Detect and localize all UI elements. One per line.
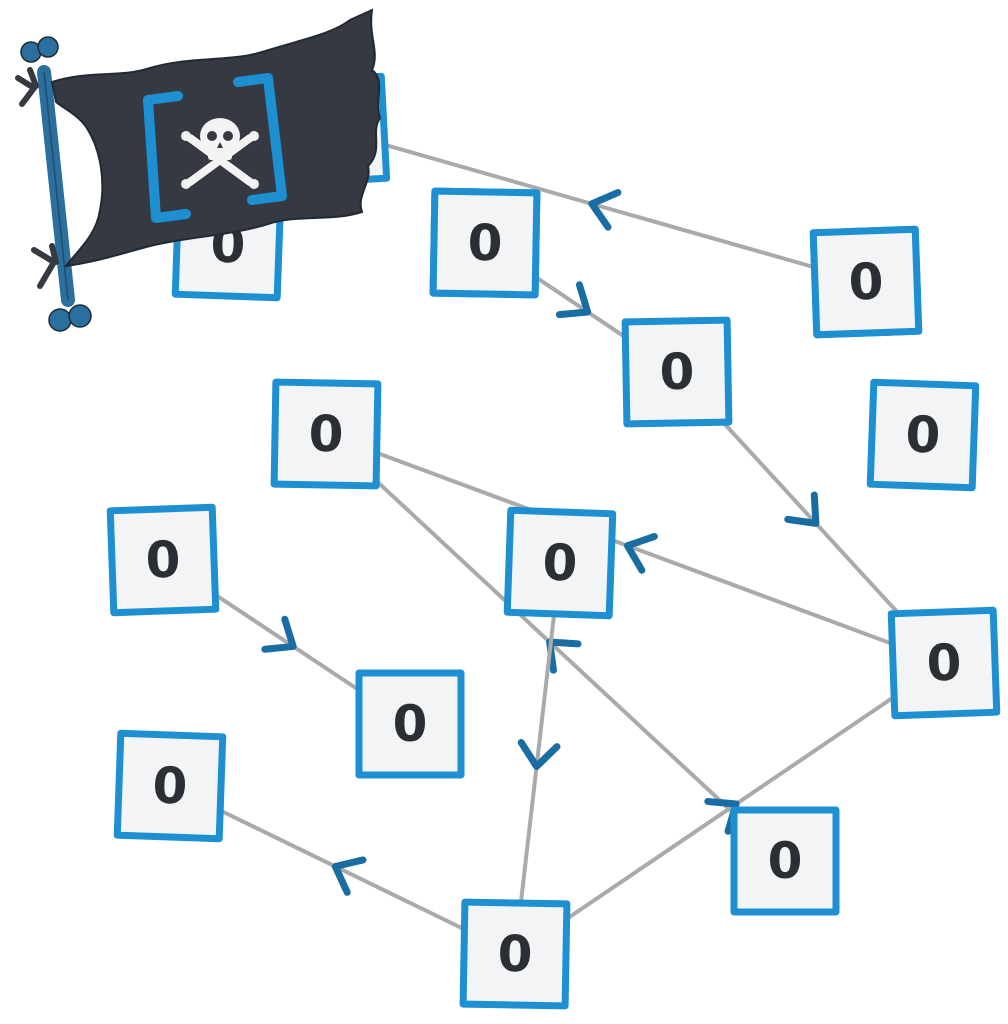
flag-bracket-right — [233, 73, 287, 205]
node-label: 0 — [659, 343, 695, 402]
arrowhead-icon — [555, 281, 592, 319]
flag-pole — [15, 36, 92, 332]
node-box — [887, 606, 1001, 720]
arrowhead-icon — [623, 532, 658, 574]
node-n14: 0 — [730, 806, 840, 916]
node-box — [355, 669, 465, 779]
node-label: 0 — [905, 405, 942, 464]
node-n8: 0 — [270, 378, 382, 490]
node-label: 0 — [926, 633, 963, 692]
edge-n10-n15 — [513, 561, 562, 956]
node-n9: 0 — [106, 503, 220, 617]
arrowhead-icon — [517, 739, 561, 770]
edge-line — [331, 128, 868, 284]
node-label: 0 — [467, 214, 503, 273]
node-box — [429, 187, 541, 299]
edge-n12-n8 — [324, 432, 946, 665]
node-label: 0 — [393, 695, 428, 753]
edge-line — [513, 661, 946, 956]
node-box — [270, 378, 382, 490]
node-label: 0 — [848, 252, 885, 311]
node-n13: 0 — [113, 729, 227, 843]
node-label: 0 — [152, 756, 189, 815]
node-n12: 0 — [887, 606, 1001, 720]
node-n7: 0 — [621, 316, 733, 428]
edge-n15-n13 — [168, 784, 517, 956]
node-n10: 0 — [503, 506, 617, 620]
arrowhead-icon — [784, 491, 820, 527]
node-box — [809, 225, 923, 339]
edge-line — [324, 432, 946, 665]
node-box — [113, 729, 227, 843]
arrowhead-icon — [331, 856, 367, 896]
arrowhead-icon — [261, 615, 297, 653]
node-label: 0 — [308, 405, 344, 464]
node-n6: 0 — [809, 225, 923, 339]
node-box — [730, 806, 840, 916]
node-box — [459, 898, 571, 1010]
edges-layer — [161, 128, 946, 956]
edge-line — [168, 784, 517, 956]
node-label: 0 — [145, 530, 182, 589]
node-label: 0 — [768, 832, 803, 890]
node-label: 0 — [497, 925, 533, 984]
node-box — [106, 503, 220, 617]
edge-line — [513, 561, 562, 956]
edge-n15-n12 — [513, 661, 946, 956]
node-box — [503, 506, 617, 620]
arrowhead-icon — [588, 189, 622, 231]
edge-line — [324, 432, 787, 863]
pirate-flag-icon — [15, 8, 382, 332]
node-box — [866, 378, 980, 492]
node-n5: 0 — [429, 187, 541, 299]
node-box — [621, 316, 733, 428]
edge-n14-n8 — [324, 432, 787, 863]
edge-n6-n1 — [331, 128, 868, 284]
node-n15: 0 — [459, 898, 571, 1010]
node-n16: 0 — [866, 378, 980, 492]
flag-bracket-left — [143, 91, 191, 223]
node-label: 0 — [542, 533, 579, 592]
skull-crossbones-icon — [181, 118, 259, 189]
node-n11: 0 — [355, 669, 465, 779]
